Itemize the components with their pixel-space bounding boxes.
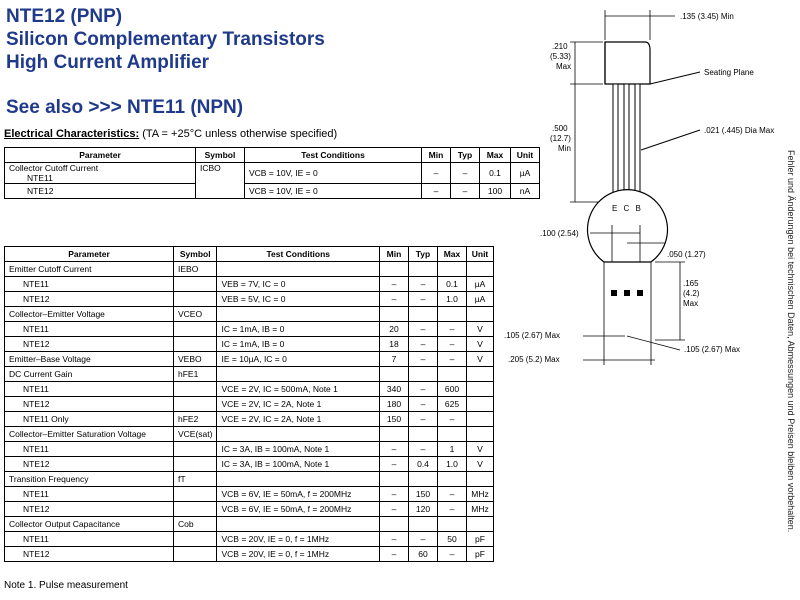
table2-unit: pF <box>466 546 494 562</box>
pin-c <box>624 290 630 296</box>
table1-group-label: Collector Cutoff Current <box>9 163 99 173</box>
dim-500: .500 <box>552 124 568 133</box>
electrical-condition: (TA = +25°C unless otherwise specified) <box>142 128 338 140</box>
dim-533: (5.33) <box>550 52 571 61</box>
collector-cutoff-table: Parameter Symbol Test Conditions Min Typ… <box>4 147 540 199</box>
title-line-3: High Current Amplifier <box>6 52 210 73</box>
table2-header-max: Max <box>437 246 467 262</box>
table1-param: NTE11 <box>27 173 53 183</box>
electrical-characteristics-table: Parameter Symbol Test Conditions Min Typ… <box>4 246 494 562</box>
dim-165: .165 <box>683 279 699 288</box>
dim-105-left: .105 (2.67) Max <box>504 331 561 340</box>
dim-max: Max <box>556 62 572 71</box>
pin-b <box>637 290 643 296</box>
electrical-heading-label: Electrical Characteristics: <box>4 128 140 140</box>
table2-cond: VCB = 20V, IE = 0, f = 1MHz <box>216 546 380 562</box>
table1-header-unit: Unit <box>510 147 540 163</box>
table1-symbol: ICBO <box>195 162 245 199</box>
table1-unit: µA <box>510 162 540 184</box>
dim-127: (12.7) <box>550 134 571 143</box>
footnote: Note 1. Pulse measurement <box>4 580 128 591</box>
table2-unit: V <box>466 321 494 337</box>
dim-210: .210 <box>552 42 568 51</box>
lead-dia-leader <box>640 129 701 151</box>
seating-plane-leader <box>649 71 701 85</box>
table1-cond: VCB = 10V, IE = 0 <box>244 183 422 199</box>
dim-42: (4.2) <box>683 289 700 298</box>
dim-min: Min <box>558 144 571 153</box>
table1-header-max: Max <box>479 147 511 163</box>
lead-b <box>634 83 641 203</box>
dim-205: .205 (5.2) Max <box>508 355 560 364</box>
dim-line <box>626 335 681 351</box>
pin-e <box>611 290 617 296</box>
table1-param: NTE12 <box>4 183 196 199</box>
package-body-side <box>604 41 651 85</box>
dim-100: .100 (2.54) <box>540 229 579 238</box>
table2-symbol <box>172 546 218 562</box>
table-row: NTE12 VCB = 10V, IE = 0 – – 100 nA <box>4 183 540 199</box>
lead-c <box>623 83 630 203</box>
dim-050: .050 (1.27) <box>667 250 706 259</box>
table1-header-conditions: Test Conditions <box>244 147 422 163</box>
table1-unit: nA <box>510 183 540 199</box>
seating-plane-label: Seating Plane <box>704 68 754 77</box>
electrical-characteristics-heading: Electrical Characteristics: (TA = +25°C … <box>4 128 337 140</box>
pin-labels: E C B <box>612 204 643 213</box>
table2-header-min: Min <box>379 246 409 262</box>
table1-typ: – <box>450 183 480 199</box>
table2-unit: V <box>466 351 494 367</box>
title-line-1: NTE12 (PNP) <box>6 6 123 27</box>
dim-135: .135 (3.45) Min <box>680 12 734 21</box>
table2-header-conditions: Test Conditions <box>216 246 380 262</box>
table1-header-min: Min <box>421 147 451 163</box>
see-also-link[interactable]: See also >>> NTE11 (NPN) <box>6 97 244 118</box>
lead-e <box>612 83 619 203</box>
package-bottom-view <box>586 189 669 263</box>
dim-105-right: .105 (2.67) Max <box>684 345 741 354</box>
table2-header-row: Parameter Symbol Test Conditions Min Typ… <box>4 246 494 262</box>
title-line-2: Silicon Complementary Transistors <box>6 29 325 50</box>
table2-header-parameter: Parameter <box>4 246 174 262</box>
dim-max-2: Max <box>683 299 699 308</box>
dim-021: .021 (.445) Dia Max <box>704 126 775 135</box>
